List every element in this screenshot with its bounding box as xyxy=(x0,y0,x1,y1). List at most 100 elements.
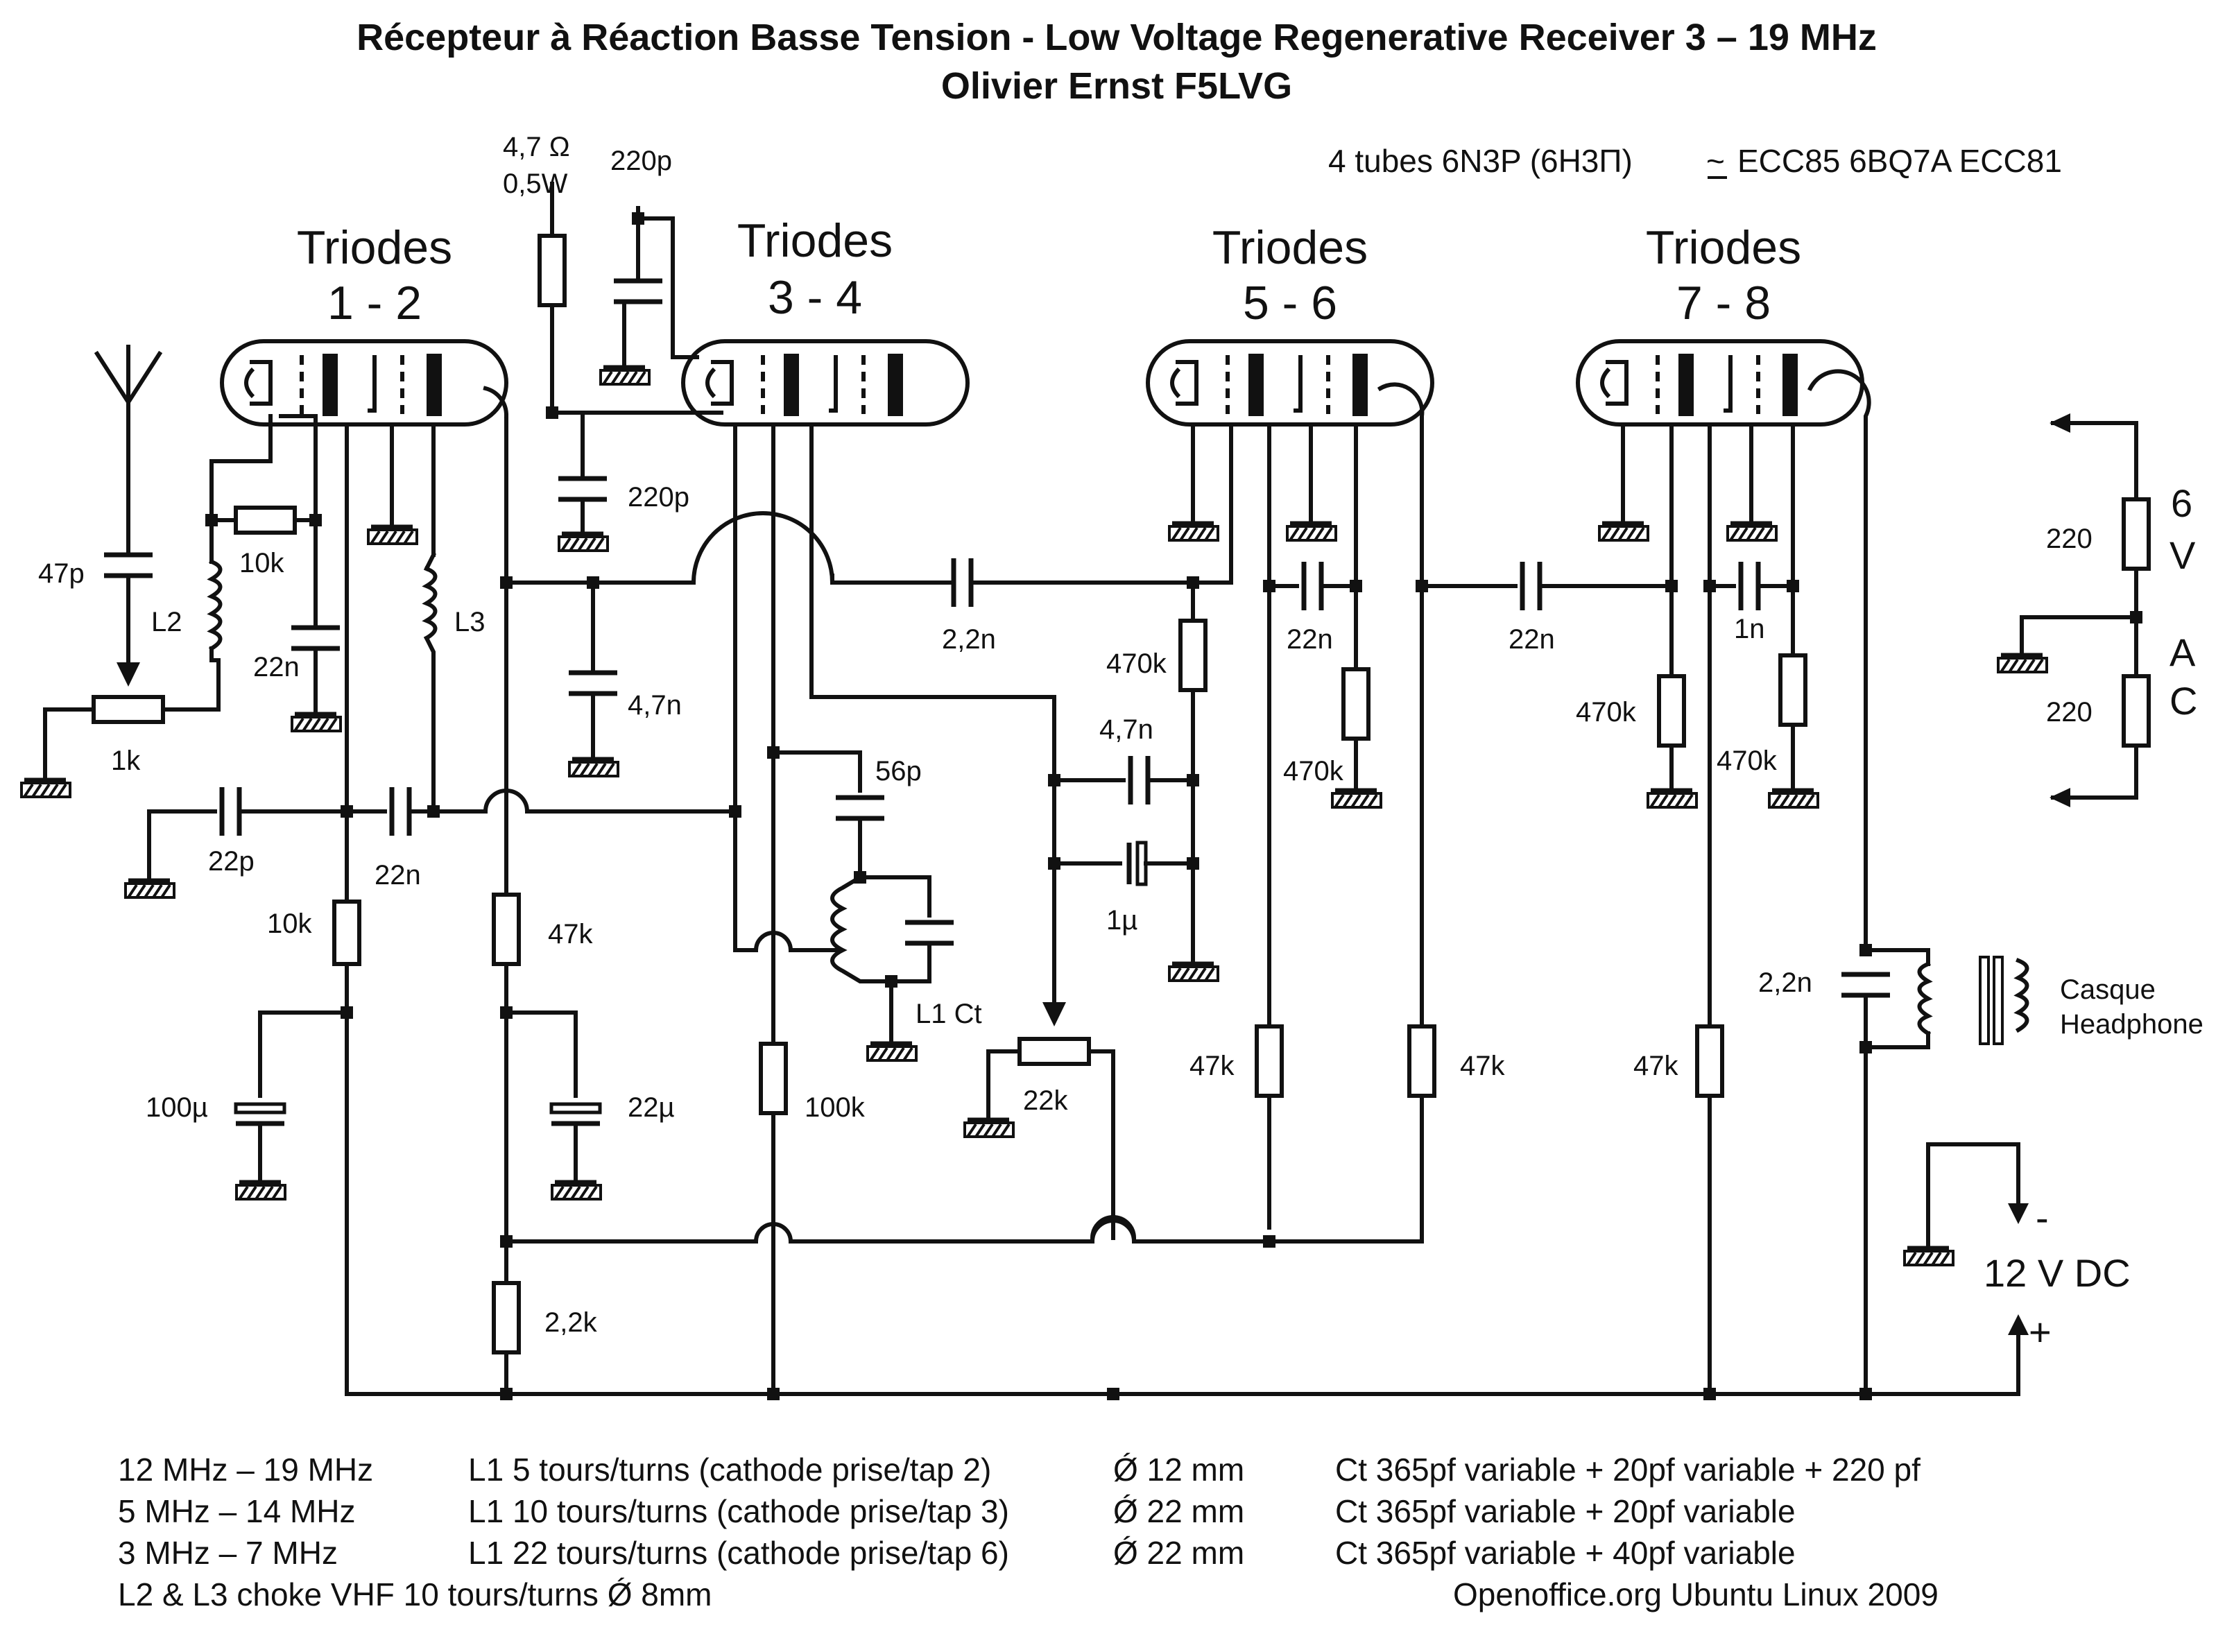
stage-3-junctions xyxy=(1048,576,1428,1248)
tube-group-2-line2: 3 - 4 xyxy=(768,271,862,324)
ground-symbol xyxy=(1287,524,1336,540)
label-r-220-b: 220 xyxy=(2046,697,2093,728)
ground-symbol xyxy=(601,368,649,384)
stage-1-wiring xyxy=(43,345,737,1396)
label-c-1n: 1n xyxy=(1734,614,1765,644)
label-l1-ct: L1 Ct xyxy=(916,999,982,1029)
label-c-100u: 100µ xyxy=(146,1092,208,1123)
label-l2: L2 xyxy=(151,607,182,637)
note-dia-1: Ǿ 12 mm xyxy=(1113,1452,1244,1488)
label-r-4-7ohm-watt: 0,5W xyxy=(503,169,568,199)
ground-symbol xyxy=(1905,1248,1953,1265)
ground-symbol xyxy=(965,1120,1013,1137)
stage-4-junctions xyxy=(1665,580,1872,1053)
label-r-10k: 10k xyxy=(267,909,312,939)
label-r-10k-top: 10k xyxy=(239,548,284,578)
ground-symbol xyxy=(552,1182,601,1199)
tube-group-3-line2: 5 - 6 xyxy=(1243,277,1337,329)
ground-symbol xyxy=(1169,524,1218,540)
stage-1-junctions xyxy=(205,514,513,1248)
ground-symbol xyxy=(569,759,618,776)
ground-symbol xyxy=(237,1182,285,1199)
note-footer: Openoffice.org Ubuntu Linux 2009 xyxy=(1453,1576,1939,1612)
label-c-1u: 1µ xyxy=(1106,905,1137,936)
dc-minus-label: - xyxy=(2036,1196,2049,1239)
label-c-22n-d: 22n xyxy=(1509,624,1555,655)
tube-group-2-line1: Triodes xyxy=(737,214,893,267)
label-r-100k: 100k xyxy=(805,1092,866,1123)
note-coil-2: L1 10 tours/turns (cathode prise/tap 3) xyxy=(468,1493,1009,1529)
label-c-47p: 47p xyxy=(38,558,85,589)
tube-group-1-line1: Triodes xyxy=(297,221,452,274)
ground-symbol xyxy=(868,1044,916,1060)
ac-label-6: 6 xyxy=(2171,481,2192,525)
label-r-470k-b: 470k xyxy=(1283,756,1344,786)
note-coil-1: L1 5 tours/turns (cathode prise/tap 2) xyxy=(468,1452,991,1488)
ground-symbol xyxy=(1728,524,1776,540)
dc-plus-label: + xyxy=(2029,1310,2052,1354)
ground-symbol xyxy=(1599,524,1648,540)
label-c-4-7n-a: 4,7n xyxy=(628,690,682,721)
label-r-4-7ohm: 4,7 Ω xyxy=(503,132,570,162)
ground-symbol xyxy=(292,714,341,731)
note-dia-2: Ǿ 22 mm xyxy=(1113,1493,1244,1529)
note-coil-3: L1 22 tours/turns (cathode prise/tap 6) xyxy=(468,1535,1009,1571)
label-c-4-7n-b: 4,7n xyxy=(1099,714,1153,745)
note-band-2: 5 MHz – 14 MHz xyxy=(118,1493,356,1529)
ac-label-v: V xyxy=(2169,533,2196,577)
label-c-56p: 56p xyxy=(875,756,922,786)
notes-table: 12 MHz – 19 MHz L1 5 tours/turns (cathod… xyxy=(118,1452,1939,1612)
ground-symbol xyxy=(22,780,70,797)
ground-symbol xyxy=(1169,964,1218,981)
tube-7-8 xyxy=(1578,341,1862,424)
note-dia-3: Ǿ 22 mm xyxy=(1113,1535,1244,1571)
component-labels: 4,7 Ω 0,5W 220p 220p 47p 10k L2 L3 22n 1… xyxy=(38,132,2203,1338)
note-ct-2: Ct 365pf variable + 20pf variable xyxy=(1335,1493,1796,1529)
label-r-470k-a: 470k xyxy=(1106,648,1167,679)
label-r-47k-c: 47k xyxy=(1460,1051,1505,1081)
label-r-47k-b: 47k xyxy=(1189,1051,1235,1081)
approx-symbol: ~ xyxy=(1706,143,1725,179)
tubes-equivalents: ECC85 6BQ7A ECC81 xyxy=(1737,143,2062,179)
supply-labels: 6 V A C - 12 V DC + xyxy=(1984,481,2197,1354)
ground-symbol xyxy=(559,534,608,551)
ground-symbol xyxy=(1648,791,1696,807)
label-c-22n-a: 22n xyxy=(253,652,300,682)
tube-group-4-line1: Triodes xyxy=(1646,221,1801,274)
label-c-22n-c: 22n xyxy=(1287,624,1333,655)
label-r-2-2k: 2,2k xyxy=(544,1307,598,1338)
tube-1-2 xyxy=(222,341,506,424)
label-c-22p: 22p xyxy=(208,846,255,877)
ground-symbol xyxy=(1332,791,1381,807)
stage-2-junctions xyxy=(546,212,897,988)
stage-4-wiring xyxy=(1621,369,2029,1396)
ground-symbol xyxy=(1769,791,1818,807)
stage-2-wiring xyxy=(504,182,1195,1396)
ac-label-a: A xyxy=(2169,630,2196,674)
title-line-1: Récepteur à Réaction Basse Tension - Low… xyxy=(356,17,1877,58)
label-c-2-2n-a: 2,2n xyxy=(942,624,996,655)
label-r-47k-a: 47k xyxy=(548,919,593,949)
ground-symbol xyxy=(1998,655,2047,672)
tube-group-3-line1: Triodes xyxy=(1212,221,1368,274)
note-band-3: 3 MHz – 7 MHz xyxy=(118,1535,338,1571)
label-r-220-a: 220 xyxy=(2046,524,2093,554)
dc-voltage-label: 12 V DC xyxy=(1984,1251,2131,1295)
tube-3-4 xyxy=(683,341,968,424)
note-chokes: L2 & L3 choke VHF 10 tours/turns Ǿ 8mm xyxy=(118,1576,712,1612)
label-headphone-en: Headphone xyxy=(2060,1009,2203,1040)
ground-symbol xyxy=(126,881,174,897)
tube-group-1-line2: 1 - 2 xyxy=(327,277,422,329)
ac-label-c: C xyxy=(2169,679,2197,723)
power-buses xyxy=(345,413,2151,1396)
stage-3-wiring xyxy=(1052,382,1674,1244)
label-c-22n-b: 22n xyxy=(375,860,421,890)
bus-junctions xyxy=(500,611,2142,1400)
note-ct-3: Ct 365pf variable + 40pf variable xyxy=(1335,1535,1796,1571)
ground-symbol xyxy=(368,527,417,544)
label-pot-1k: 1k xyxy=(111,746,141,776)
label-r-47k-d: 47k xyxy=(1633,1051,1678,1081)
label-c-22u: 22µ xyxy=(628,1092,675,1123)
note-band-1: 12 MHz – 19 MHz xyxy=(118,1452,373,1488)
